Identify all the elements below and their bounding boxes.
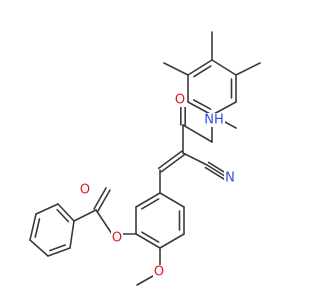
bond-cez-p1 [73,209,97,222]
atom-label-o-carbonyl-ester: O [80,183,90,198]
atom-label-bg-o-carbonyl-ester [79,183,91,197]
bond-a1-a2 [211,59,237,76]
bond-r3-r4-inner [141,231,160,243]
bond-ca-cb [157,150,183,170]
atom-labels: O NH N O O O [79,93,236,280]
bond-r1-r2-inner [141,198,160,210]
bond-cez-oz-2 [93,187,107,210]
bond-p1-p2-inner [56,208,70,223]
bond-a3-a4 [211,101,237,116]
atom-label-o-methoxy: O [154,265,164,280]
bond-p3-p4 [29,213,37,241]
atom-label-o-carbonyl-amide: O [175,93,185,108]
bond-a6-a1-inner [193,65,212,78]
bond-r3-r4 [135,233,161,249]
bond-a2-me2 [235,62,261,76]
bond-a6-a1 [187,59,213,76]
bond-oe-cez [95,209,113,235]
bond-a4-a5 [187,101,213,116]
atom-label-bg-n-nitrile [224,171,236,185]
atom-label-n-amide: NH [204,113,224,128]
molecule-structure: O NH N O O O [29,31,261,286]
bond-a4-a5-inner [192,99,212,110]
bond-p5-p6 [47,247,71,257]
bond-p3-p4-inner [34,218,41,238]
bond-r1-r2 [135,192,161,208]
bond-p1-p2 [57,203,75,222]
bond-ca-cb-2 [160,153,186,173]
bond-cn1-nn-2 [204,166,228,182]
bond-p5-p6-inner [48,244,66,252]
bond-cez-oz [97,189,111,212]
bond-a6-me6 [163,62,189,76]
bond-ca-cn1 [182,152,208,166]
atom-label-bg-o-methoxy [153,265,165,279]
bond-r6-r1 [159,192,185,208]
bond-p4-p5 [29,239,49,257]
bonds [29,31,261,286]
atom-label-o-ester-bridge: O [112,231,122,246]
bond-r4-r5 [159,233,185,249]
bond-nh-cc [182,124,213,143]
atom-label-n-nitrile: N [225,171,235,186]
bond-p2-p3 [35,203,59,215]
atom-label-bg-o-carbonyl-amide [174,93,186,107]
atom-label-bg-n-amide [203,113,225,127]
bond-p6-p1 [69,220,75,249]
atom-label-bg-o-ester-bridge [111,231,123,245]
